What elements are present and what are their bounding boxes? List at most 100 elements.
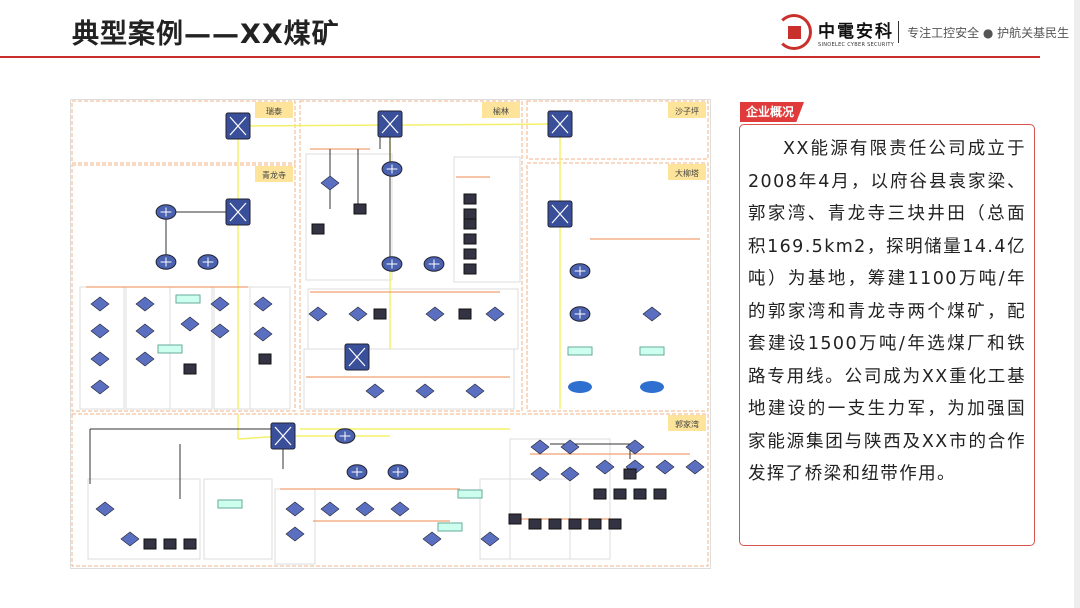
switch-icon (180, 316, 200, 332)
overview-text: XX能源有限责任公司成立于2008年4月，以府谷县袁家梁、郭家湾、青龙寺三块井田… (748, 139, 1026, 484)
sub-panel (87, 478, 201, 560)
terminal-icon (633, 488, 647, 500)
region-boundary (71, 413, 709, 567)
switch-icon (595, 459, 615, 475)
switch-icon (320, 175, 340, 191)
router-glyph (351, 467, 363, 477)
core-switch-glyph (229, 202, 247, 222)
sub-panel (453, 156, 521, 283)
terminal-icon (353, 203, 367, 215)
switch-icon (642, 306, 662, 322)
terminal-icon (183, 538, 197, 550)
terminal-icon (653, 488, 667, 500)
cloud-icon (640, 381, 664, 393)
terminal-icon (463, 233, 477, 245)
switch-icon (655, 459, 675, 475)
switch-icon (685, 459, 705, 475)
switch-icon (625, 439, 645, 455)
region-label: 榆林 (493, 106, 509, 116)
firewall-icon (175, 294, 201, 304)
page-title: 典型案例——XX煤矿 (72, 19, 340, 50)
switch-icon (480, 531, 500, 547)
terminal-icon (613, 488, 627, 500)
sub-panel (203, 478, 273, 560)
section-tab: 企业概况 (740, 102, 805, 122)
router-glyph (160, 207, 172, 217)
terminal-icon (458, 308, 472, 320)
region-label-bg (668, 415, 706, 431)
router-glyph (428, 259, 440, 269)
switch-icon (365, 383, 385, 399)
slide-edge (1074, 0, 1080, 608)
switch-icon (422, 531, 442, 547)
switch-icon (465, 383, 485, 399)
sub-panel (305, 153, 393, 281)
switch-icon (120, 531, 140, 547)
firewall-icon (217, 499, 243, 509)
router-glyph (392, 467, 404, 477)
firewall-icon (157, 344, 183, 354)
region-boundary (526, 100, 709, 160)
terminal-icon (463, 248, 477, 260)
switch-icon (90, 323, 110, 339)
switch-icon (253, 296, 273, 312)
firewall-icon (567, 346, 593, 356)
terminal-icon (463, 193, 477, 205)
switch-icon (135, 351, 155, 367)
region-boundary (71, 164, 296, 412)
region-label: 沙子坪 (675, 107, 699, 116)
terminal-icon (548, 518, 562, 530)
region-label: 瑞泰 (266, 106, 282, 116)
router-glyph (574, 309, 586, 319)
terminal-icon (593, 488, 607, 500)
switch-icon (348, 306, 368, 322)
core-switch-glyph (229, 116, 247, 136)
terminal-icon (373, 308, 387, 320)
terminal-icon (311, 223, 325, 235)
router-glyph (386, 164, 398, 174)
title-divider (0, 56, 1040, 58)
terminal-icon (163, 538, 177, 550)
switch-icon (135, 323, 155, 339)
switch-icon (530, 466, 550, 482)
region-boundary (71, 100, 296, 164)
region-label-bg (668, 164, 706, 180)
region-label-bg (482, 102, 520, 118)
region-boundary (526, 162, 709, 412)
slogan: 专注工控安全 ● 护航关基民生 (907, 25, 1070, 40)
logo-name-cn: 中電安科 (818, 21, 894, 42)
terminal-icon (463, 263, 477, 275)
terminal-icon (608, 518, 622, 530)
region-boundary (299, 100, 523, 412)
terminal-icon (588, 518, 602, 530)
core-switch-glyph (551, 204, 569, 224)
router-glyph (574, 266, 586, 276)
terminal-icon (143, 538, 157, 550)
region-label: 大柳塔 (675, 168, 699, 178)
region-label: 郭家湾 (675, 419, 699, 429)
terminal-icon (528, 518, 542, 530)
switch-icon (320, 501, 340, 517)
switch-icon (308, 306, 328, 322)
network-topology-diagram: 瑞泰榆林沙子坪青龙寺大柳塔郭家湾 (70, 99, 711, 569)
company-logo: 中電安科 SINOELEC CYBER SECURITY 专注工控安全 ● 护航… (776, 14, 1069, 50)
cloud-icon (568, 381, 592, 393)
switch-icon (285, 501, 305, 517)
switch-icon (135, 296, 155, 312)
switch-icon (355, 501, 375, 517)
switch-icon (485, 306, 505, 322)
logo-name-en: SINOELEC CYBER SECURITY (818, 41, 895, 48)
terminal-icon (568, 518, 582, 530)
sub-panel (509, 438, 611, 560)
region-label-bg (255, 166, 293, 182)
terminal-icon (623, 468, 637, 480)
terminal-icon (183, 363, 197, 375)
switch-icon (560, 466, 580, 482)
switch-icon (210, 296, 230, 312)
router-glyph (202, 257, 214, 267)
firewall-icon (437, 522, 463, 532)
firewall-icon (639, 346, 665, 356)
switch-icon (530, 439, 550, 455)
switch-icon (95, 501, 115, 517)
terminal-icon (258, 353, 272, 365)
